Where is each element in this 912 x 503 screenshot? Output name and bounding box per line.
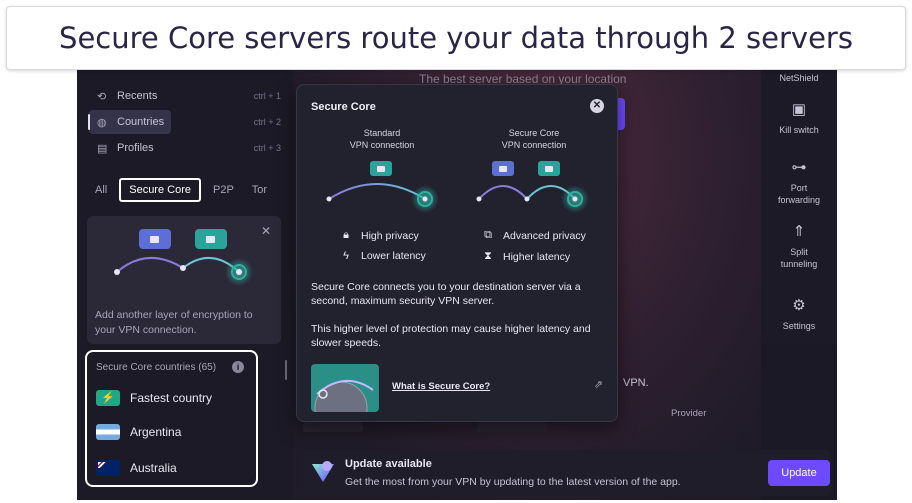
globe-icon: ◍ (97, 116, 107, 129)
sidebar-scrollbar[interactable] (285, 360, 287, 380)
map-info-chip (477, 422, 547, 432)
feature-netshield[interactable]: NetShield (761, 72, 837, 84)
country-australia[interactable]: Australia (96, 458, 177, 478)
country-argentina[interactable]: Argentina (96, 422, 181, 442)
standard-connection-diagram (326, 161, 439, 213)
modal-title: Secure Core (311, 101, 376, 113)
secure-core-column-header: Secure Core VPN connection (469, 127, 599, 151)
nav-recents[interactable]: ⟲ Recents ctrl + 1 (89, 84, 285, 108)
secure-core-video-thumbnail[interactable] (311, 364, 379, 412)
feature-port-forwarding-label: Port forwarding (777, 183, 821, 205)
update-description: Get the most from your VPN by updating t… (345, 476, 681, 488)
nav-profiles-label: Profiles (117, 142, 154, 154)
argentina-flag-icon (96, 424, 120, 440)
feature-settings[interactable]: ⚙ Settings (761, 296, 837, 332)
nav-active-highlight (89, 110, 171, 134)
what-is-secure-core-link[interactable]: What is Secure Core? (392, 381, 491, 392)
filter-all[interactable]: All (95, 184, 108, 196)
nav-countries-shortcut: ctrl + 2 (253, 117, 281, 127)
feature-settings-label: Settings (782, 321, 816, 331)
country-fastest-label: Fastest country (130, 391, 213, 405)
feature-kill-switch[interactable]: ▣ Kill switch (761, 100, 837, 136)
secure-latency-label: Higher latency (503, 250, 571, 263)
secure-core-connection-diagram (476, 161, 589, 213)
port-forwarding-icon: ⊶ (791, 159, 807, 176)
standard-line1: Standard (363, 128, 401, 138)
nav-countries[interactable]: ◍ Countries ctrl + 2 (88, 110, 285, 134)
feature-split-tunneling-label: Split tunneling (780, 247, 818, 269)
standard-column-header: Standard VPN connection (317, 127, 447, 151)
feature-split-tunneling[interactable]: ⇑ Split tunneling (761, 222, 837, 270)
nav-profiles-shortcut: ctrl + 3 (253, 143, 281, 153)
bolt-icon: ϟ (343, 250, 349, 262)
history-icon: ⟲ (97, 90, 107, 103)
standard-privacy: 🔒︎ High privacy (339, 229, 419, 242)
promo-text: Add another layer of encryption to your … (95, 309, 253, 336)
modal-description-2: This higher level of protection may caus… (311, 323, 591, 349)
secure-core-modal: Secure Core ✕ Standard VPN connection Se… (296, 84, 618, 422)
country-australia-label: Australia (130, 461, 177, 475)
quick-connect-button-edge[interactable] (615, 98, 625, 130)
countries-header: Secure Core countries (65) (96, 362, 217, 373)
nav-recents-shortcut: ctrl + 1 (253, 91, 281, 101)
secure-latency: ⧗ Higher latency (481, 250, 570, 263)
caption-banner: Secure Core servers route your data thro… (6, 6, 906, 70)
feature-kill-switch-label: Kill switch (779, 125, 819, 135)
secure-line2: VPN connection (501, 140, 567, 150)
hourglass-icon: ⧗ (484, 250, 492, 262)
nav-profiles[interactable]: ▤ Profiles ctrl + 3 (89, 136, 285, 160)
map-status-text: VPN. (623, 377, 649, 389)
secure-core-country-list: Secure Core countries (65) i ⚡ Fastest c… (85, 350, 258, 487)
double-lock-icon: ⧉ (484, 229, 492, 241)
nav-active-indicator (88, 114, 90, 130)
country-argentina-label: Argentina (130, 425, 182, 439)
feature-netshield-label: NetShield (779, 73, 819, 83)
lock-icon: 🔒︎ (343, 229, 349, 241)
gear-icon: ⚙ (792, 297, 806, 314)
secure-line1: Secure Core (508, 128, 560, 138)
modal-description-1: Secure Core connects you to your destina… (311, 281, 581, 307)
external-link-icon[interactable]: ⇗ (593, 379, 603, 391)
kill-switch-icon: ▣ (791, 101, 807, 118)
close-icon[interactable]: ✕ (590, 99, 604, 113)
australia-flag-icon (96, 460, 120, 476)
secure-core-promo-card: ✕ Add another l (87, 216, 281, 344)
nav-countries-label: Countries (117, 116, 165, 128)
feature-panel: NetShield ▣ Kill switch ⊶ Port forwardin… (761, 70, 837, 345)
standard-line2: VPN connection (349, 140, 415, 150)
provider-label: Provider (671, 408, 707, 419)
close-icon[interactable]: ✕ (260, 224, 271, 238)
filter-tor[interactable]: Tor (251, 184, 268, 196)
split-tunneling-icon: ⇑ (792, 223, 806, 240)
map-info-chip (303, 422, 363, 432)
update-banner: Update available Get the most from your … (301, 450, 831, 496)
profiles-icon: ▤ (97, 142, 108, 155)
secure-privacy-label: Advanced privacy (503, 229, 586, 242)
standard-privacy-label: High privacy (361, 229, 419, 242)
info-icon[interactable]: i (232, 361, 244, 373)
update-title: Update available (345, 458, 432, 470)
proton-vpn-window: ⟲ Recents ctrl + 1 ◍ Countries ctrl + 2 … (77, 70, 837, 500)
feature-port-forwarding[interactable]: ⊶ Port forwarding (761, 158, 837, 206)
nav-recents-label: Recents (117, 90, 158, 102)
filter-tabs: All Secure Core P2P Tor (95, 178, 285, 202)
best-server-text: The best server based on your location (419, 72, 627, 86)
promo-illustration (114, 229, 253, 286)
update-button[interactable]: Update (768, 460, 830, 486)
secure-privacy: ⧉ Advanced privacy (481, 229, 586, 242)
sidebar: ⟲ Recents ctrl + 1 ◍ Countries ctrl + 2 … (77, 70, 293, 500)
filter-secure-core[interactable]: Secure Core (119, 178, 201, 202)
standard-latency-label: Lower latency (361, 250, 426, 262)
standard-latency: ϟ Lower latency (339, 250, 426, 262)
bolt-icon: ⚡ (96, 390, 120, 406)
proton-vpn-logo-icon (312, 461, 334, 482)
filter-p2p[interactable]: P2P (213, 184, 234, 196)
country-fastest[interactable]: ⚡ Fastest country (96, 388, 212, 408)
